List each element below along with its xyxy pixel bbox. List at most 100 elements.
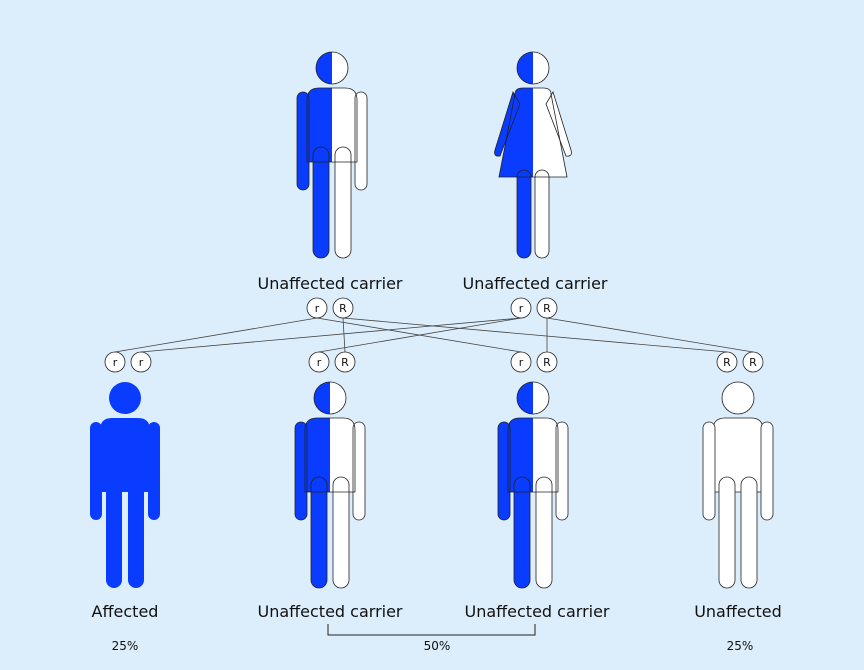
child-3-allele-1: r [510,351,532,373]
allele-circle [536,351,558,373]
parent-2-allele-2: R [536,297,558,319]
child-4-figure [702,381,774,589]
allele-letter: r [113,356,118,369]
child-3-figure [497,381,569,589]
head [109,382,141,414]
child-1-allele-2: r [130,351,152,373]
left-leg [514,477,530,588]
right-leg [128,477,144,588]
head [517,382,533,414]
right-leg [536,477,552,588]
child-3-label: Unaffected carrier [464,602,610,621]
child-2-allele-1: r [308,351,330,373]
right-leg [334,146,352,259]
parent-2-allele-1: r [510,297,532,319]
left-leg [310,476,328,589]
head [316,52,332,84]
silhouette-outline [296,51,368,259]
right-leg [335,147,351,258]
allele-letter: R [543,356,551,369]
left-leg [718,476,736,589]
allele-letter: R [749,356,757,369]
right-leg [534,169,550,259]
right-arm [148,422,160,520]
inheritance-line [342,317,728,353]
child-1-allele-1: r [104,351,126,373]
inheritance-line [140,317,522,353]
head [516,51,550,85]
silhouette-left [297,52,332,258]
allele-letter: r [139,356,144,369]
child-2-figure [294,381,366,589]
allele-circle [306,297,328,319]
carrier-bracket [327,624,536,636]
parent-1-allele-1: r [306,297,328,319]
dress [499,88,533,177]
torso [100,418,150,492]
inheritance-line [114,317,318,353]
left-arm [297,92,309,190]
allele-circle [536,297,558,319]
left-arm [494,91,521,157]
torso [508,418,533,492]
right-arm [556,422,568,520]
allele-circle [510,297,532,319]
left-arm [494,92,520,157]
torso [307,88,332,162]
right-arm [352,421,366,521]
child-1-label: Affected [91,602,159,621]
left-leg [311,477,327,588]
left-leg [312,146,330,259]
right-leg [535,170,549,258]
left-leg [516,169,532,259]
allele-circle [334,351,356,373]
right-arm [354,91,368,191]
allele-letter: R [723,356,731,369]
right-arm [760,421,774,521]
right-leg [535,476,553,589]
silhouette-outline [294,381,366,589]
unaffected-percent: 25% [726,639,754,653]
silhouette-left [295,382,330,588]
inheritance-lines [114,317,754,353]
head [315,51,349,85]
mother-figure [494,51,572,259]
allele-circle [716,351,738,373]
allele-letter: r [519,302,524,315]
allele-circle [742,351,764,373]
parent-1-allele-2: R [332,297,354,319]
allele-circle [130,351,152,373]
right-arm [546,92,572,157]
left-leg [517,170,531,258]
child-4-allele-1: R [716,351,738,373]
right-leg [740,476,758,589]
right-leg [332,476,350,589]
mother-label: Unaffected carrier [462,274,608,293]
affected-percent: 25% [111,639,139,653]
allele-circle [332,297,354,319]
left-arm [90,422,102,520]
left-arm [294,421,308,521]
child-3-allele-2: R [536,351,558,373]
allele-letter: R [339,302,347,315]
inheritance-line [342,317,346,353]
right-arm [545,91,572,157]
left-leg [106,477,122,588]
left-arm [702,421,716,521]
child-2-label: Unaffected carrier [257,602,403,621]
inheritance-line [318,317,522,353]
child-4-allele-2: R [742,351,764,373]
silhouette-left [498,382,533,588]
carrier-percent: 50% [423,639,451,653]
left-leg [513,476,531,589]
head [721,381,755,415]
right-arm [353,422,365,520]
allele-circle [308,351,330,373]
head [313,381,347,415]
allele-circle [104,351,126,373]
silhouette [90,382,160,588]
head [314,382,330,414]
left-arm [498,422,510,520]
